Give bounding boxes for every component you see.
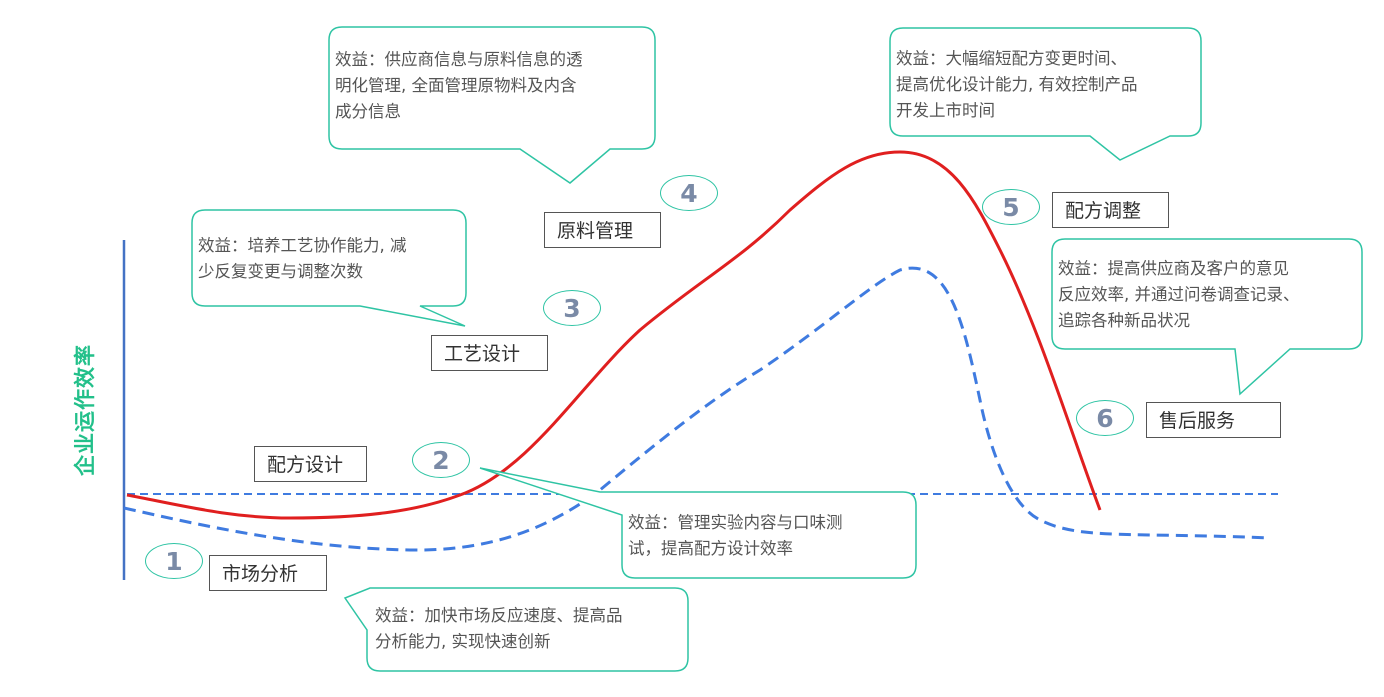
step-label-formula-design: 配方设计 xyxy=(254,446,367,482)
benefit-text-2: 效益：管理实验内容与口味测 试，提高配方设计效率 xyxy=(628,513,843,558)
curve-dashed xyxy=(123,266,1271,552)
curve-solid xyxy=(126,150,1102,520)
benefit-text-3: 效益：培养工艺协作能力, 减 少反复变更与调整次数 xyxy=(198,236,407,281)
callout-box-4 xyxy=(328,26,656,184)
benefit-text-5: 效益：大幅缩短配方变更时间、 提高优化设计能力, 有效控制产品 开发上市时间 xyxy=(896,49,1138,120)
step-label-after-sales-service: 售后服务 xyxy=(1146,402,1281,438)
y-axis-label-container: 企业运作效率 xyxy=(52,310,116,510)
step-number-2: 2 xyxy=(412,442,470,478)
y-axis-label: 企业运作效率 xyxy=(73,344,97,476)
step-label-formula-adjustment: 配方调整 xyxy=(1052,192,1169,228)
step-number-1: 1 xyxy=(145,543,203,579)
step-label-material-management: 原料管理 xyxy=(544,212,661,248)
step-number-5: 5 xyxy=(982,189,1040,225)
step-label-process-design: 工艺设计 xyxy=(431,335,548,371)
callout-box-5 xyxy=(889,27,1202,161)
benefit-text-4: 效益：供应商信息与原料信息的透 明化管理, 全面管理原物料及内含 成分信息 xyxy=(335,50,583,121)
callout-box-1 xyxy=(343,587,689,672)
callout-box-3 xyxy=(191,209,467,327)
step-number-6: 6 xyxy=(1076,400,1134,436)
step-number-3: 3 xyxy=(543,290,601,326)
callout-box-2 xyxy=(479,467,917,579)
callout-box-6 xyxy=(1051,238,1363,396)
benefit-text-1: 效益：加快市场反应速度、提高品 分析能力, 实现快速创新 xyxy=(375,606,623,651)
step-label-market-analysis: 市场分析 xyxy=(209,555,327,591)
benefit-text-6: 效益：提高供应商及客户的意见 反应效率, 并通过问卷调查记录、 追踪各种新品状况 xyxy=(1058,259,1300,330)
step-number-4: 4 xyxy=(660,175,718,211)
